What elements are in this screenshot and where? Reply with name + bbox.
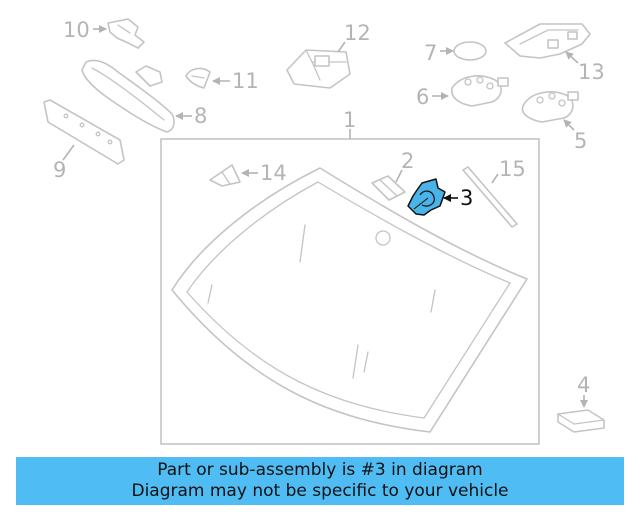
callout-5: 5 [574,129,587,153]
part-4-block [557,409,605,433]
callout-2: 2 [401,149,414,173]
caption-line-1: Part or sub-assembly is #3 in diagram [157,460,483,480]
caption-line-2: Diagram may not be specific to your vehi… [131,481,509,501]
callout-8: 8 [194,104,207,128]
callout-15: 15 [499,157,526,181]
callout-14: 14 [260,161,287,185]
part-13-bracket [504,23,591,59]
callout-11: 11 [232,69,259,93]
part-11-cover [185,67,211,89]
callout-12: 12 [344,21,371,45]
part-3-highlighted [407,178,446,216]
part-7-gasket [453,41,487,61]
callout-3: 3 [460,186,473,210]
callout-4: 4 [577,373,590,397]
callout-6: 6 [416,85,429,109]
part-14-clip [209,164,241,187]
part-9-trim-panel [43,99,125,165]
part-6-sensor [450,75,509,107]
part-2-bracket [371,175,406,201]
callout-7: 7 [424,41,437,65]
part-12-housing [286,49,351,89]
callout-9: 9 [53,158,66,182]
diagram-caption: Part or sub-assembly is #3 in diagram Di… [16,457,624,505]
windshield-glass [171,167,528,433]
callout-13: 13 [578,60,605,84]
part-8-mirror [81,59,175,133]
parts-diagram: 1 2 3 15 14 4 [43,18,605,445]
part-5-sensor [521,91,579,123]
callout-10: 10 [63,18,90,42]
callout-1: 1 [343,108,356,132]
part-10-bracket [107,18,145,49]
part-15-strip [462,166,518,228]
